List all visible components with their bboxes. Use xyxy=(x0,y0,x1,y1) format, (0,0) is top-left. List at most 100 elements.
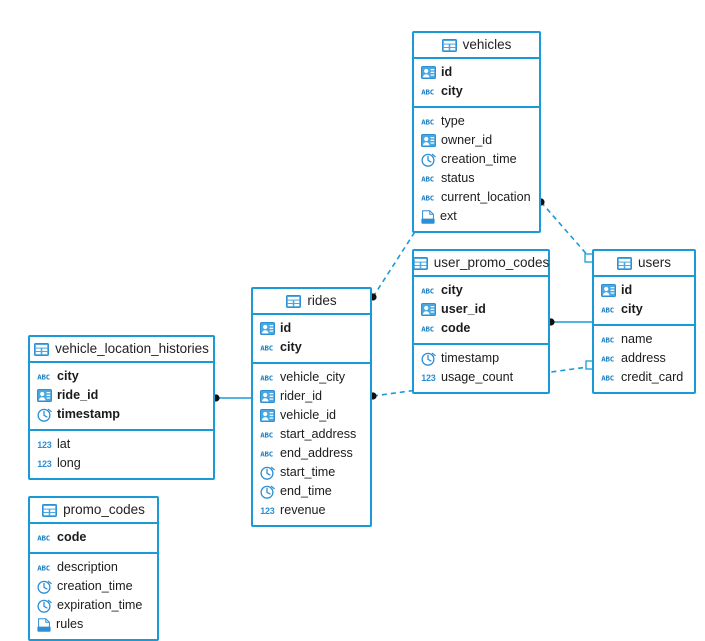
column-row[interactable]: creation_time xyxy=(414,150,539,169)
abc-text-type-icon: ABC xyxy=(421,323,436,335)
column-row[interactable]: JSON ext xyxy=(414,207,539,226)
column-name: id xyxy=(441,65,453,80)
table-header-vehicle_location_histories[interactable]: vehicle_location_histories xyxy=(30,337,213,363)
abc-text-type-icon: ABC xyxy=(421,192,436,204)
column-name: start_address xyxy=(280,427,357,442)
relationship-rel-upc-users[interactable] xyxy=(547,318,592,326)
table-icon xyxy=(34,342,50,356)
column-name: code xyxy=(57,530,87,545)
column-name: end_address xyxy=(280,446,353,461)
table-header-promo_codes[interactable]: promo_codes xyxy=(30,498,157,524)
column-row[interactable]: ABC code xyxy=(414,319,548,338)
column-row[interactable]: timestamp xyxy=(30,405,213,424)
table-title: user_promo_codes xyxy=(433,255,550,271)
table-header-vehicles[interactable]: vehicles xyxy=(414,33,539,59)
abc-text-type-icon: ABC xyxy=(37,532,52,544)
column-row[interactable]: ABC end_address xyxy=(253,444,370,463)
clock-timestamp-type-icon xyxy=(37,580,52,594)
clock-timestamp-type-icon xyxy=(260,485,275,499)
abc-text-type-icon: ABC xyxy=(260,448,275,460)
column-row[interactable]: id xyxy=(594,281,694,300)
column-name: ride_id xyxy=(57,388,99,403)
column-row[interactable]: expiration_time xyxy=(30,596,157,615)
column-row[interactable]: id xyxy=(414,63,539,82)
column-name: city xyxy=(57,369,79,384)
svg-text:JSON: JSON xyxy=(423,218,434,224)
table-icon xyxy=(412,256,428,270)
id-card-type-icon xyxy=(260,322,275,335)
column-name: code xyxy=(441,321,471,336)
column-row[interactable]: timestamp xyxy=(414,349,548,368)
column-name: start_time xyxy=(280,465,336,480)
column-row[interactable]: ABC city xyxy=(253,338,370,357)
clock-timestamp-type-icon xyxy=(37,599,52,613)
column-name: ext xyxy=(440,209,457,224)
column-row[interactable]: ride_id xyxy=(30,386,213,405)
table-header-rides[interactable]: rides xyxy=(253,289,370,315)
column-name: name xyxy=(621,332,653,347)
svg-text:ABC: ABC xyxy=(421,174,434,183)
svg-text:ABC: ABC xyxy=(421,193,434,202)
column-row[interactable]: ABC current_location xyxy=(414,188,539,207)
column-name: city xyxy=(280,340,302,355)
column-row[interactable]: vehicle_id xyxy=(253,406,370,425)
column-row[interactable]: end_time xyxy=(253,482,370,501)
svg-text:ABC: ABC xyxy=(37,372,50,381)
primary-key-section-vehicle_location_histories: ABC city ride_id timestamp xyxy=(30,363,213,431)
table-title: vehicle_location_histories xyxy=(55,341,209,357)
column-name: end_time xyxy=(280,484,332,499)
number-type-icon: 123 xyxy=(37,458,52,470)
table-header-user_promo_codes[interactable]: user_promo_codes xyxy=(412,251,550,277)
column-row[interactable]: user_id xyxy=(414,300,548,319)
table-header-users[interactable]: users xyxy=(594,251,694,277)
column-row[interactable]: rider_id xyxy=(253,387,370,406)
column-name: creation_time xyxy=(441,152,517,167)
column-name: credit_card xyxy=(621,370,684,385)
column-row[interactable]: ABC city xyxy=(30,367,213,386)
svg-text:ABC: ABC xyxy=(260,343,273,352)
svg-text:ABC: ABC xyxy=(421,286,434,295)
column-row[interactable]: start_time xyxy=(253,463,370,482)
column-name: timestamp xyxy=(57,407,120,422)
column-row[interactable]: ABC code xyxy=(30,528,157,547)
abc-text-type-icon: ABC xyxy=(421,173,436,185)
svg-text:ABC: ABC xyxy=(37,563,50,572)
column-row[interactable]: id xyxy=(253,319,370,338)
column-name: city xyxy=(441,84,463,99)
column-row[interactable]: creation_time xyxy=(30,577,157,596)
column-name: vehicle_city xyxy=(280,370,346,385)
column-row[interactable]: owner_id xyxy=(414,131,539,150)
relationship-rel-vlh-rides[interactable] xyxy=(212,394,251,402)
column-name: current_location xyxy=(441,190,531,205)
abc-text-type-icon: ABC xyxy=(37,562,52,574)
column-name: city xyxy=(621,302,643,317)
table-title: promo_codes xyxy=(63,502,145,518)
id-card-type-icon xyxy=(421,303,436,316)
